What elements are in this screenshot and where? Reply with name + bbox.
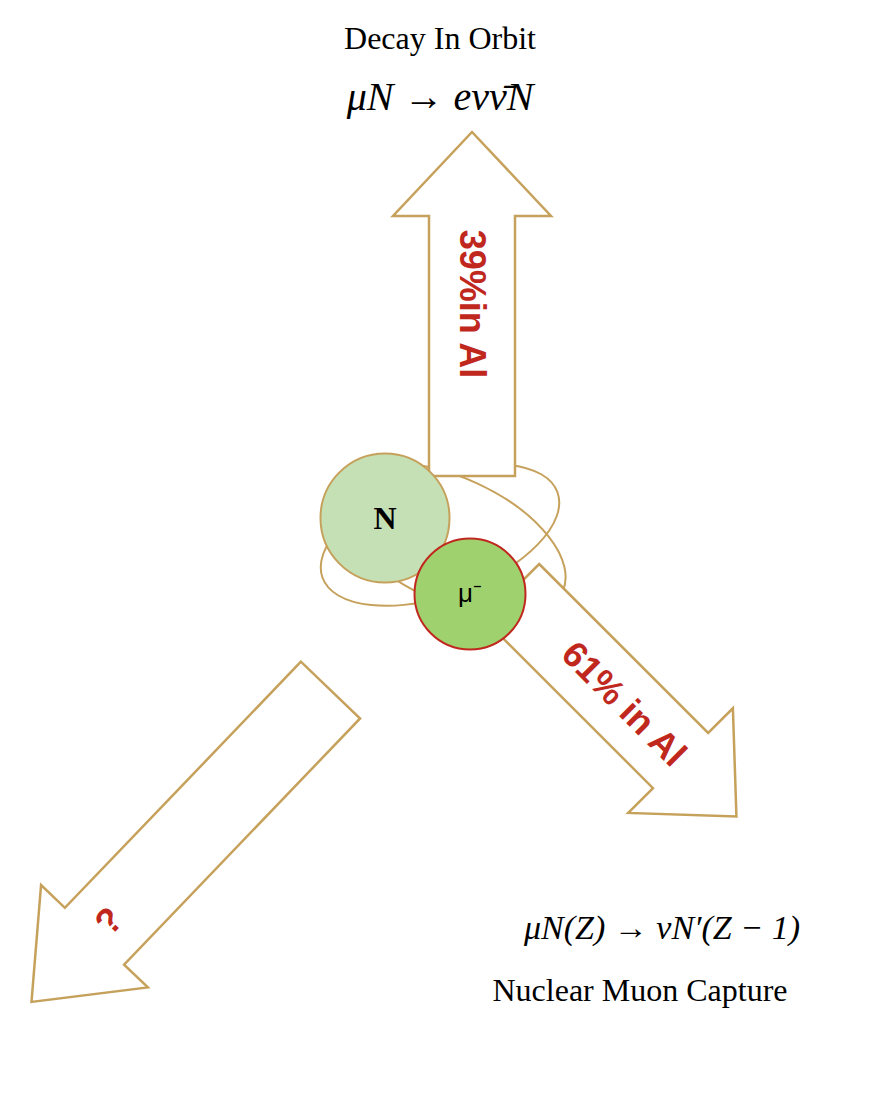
process-name: μN(Z) → νN′(Z − 1) (524, 909, 800, 947)
arrow-outline (0, 639, 384, 1053)
arrow-outline (393, 132, 551, 476)
text-holder: 39%in Al (392, 131, 552, 477)
branch-percentage: 61% in Al (553, 633, 694, 774)
process-name: Decay In Orbit (344, 20, 536, 57)
reaction-formula: Nuclear Muon Capture (492, 972, 787, 1009)
particle-symbol: μ⁻ (458, 579, 482, 609)
reaction-formula: μN → eνν̄N (347, 73, 534, 120)
particle-symbol: N (373, 500, 396, 537)
text-holder: μ⁻ (413, 537, 527, 651)
branch-percentage: 39%in Al (451, 230, 492, 379)
arrow-outline (459, 539, 789, 869)
outcome-arrow: 39%in Al (392, 131, 552, 477)
outcome-arrow: ? (0, 637, 385, 1054)
circle-outline (415, 539, 526, 650)
particle-circle: μ⁻ (413, 537, 527, 651)
shape-outline (0, 637, 385, 1054)
